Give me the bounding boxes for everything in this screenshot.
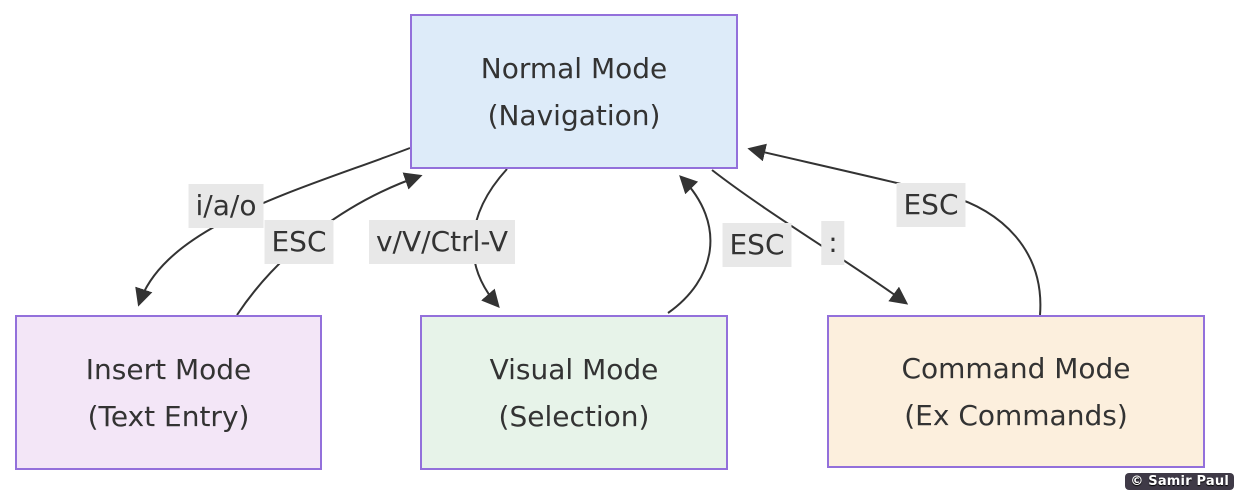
watermark-samir-paul: © Samir Paul <box>1125 473 1234 490</box>
edge-normal-to-command <box>711 169 909 305</box>
node-command-mode: Command Mode (Ex Commands) <box>827 315 1205 468</box>
node-insert-mode: Insert Mode (Text Entry) <box>15 315 322 470</box>
edge-label-esc-insert: ESC <box>264 220 334 264</box>
node-insert-mode-title: Insert Mode <box>85 352 252 386</box>
node-command-mode-title: Command Mode <box>901 351 1131 385</box>
edge-visual-to-normal <box>667 175 712 314</box>
node-normal-mode-title: Normal Mode <box>480 51 668 85</box>
edge-label-i-a-o: i/a/o <box>188 184 264 228</box>
edge-label-v-V-ctrl-v: v/V/Ctrl-V <box>368 220 516 264</box>
node-normal-mode-subtitle: (Navigation) <box>487 98 661 132</box>
node-visual-mode-subtitle: (Selection) <box>498 399 650 433</box>
edge-command-to-normal <box>747 143 1042 316</box>
edge-label-esc-visual: ESC <box>722 223 792 267</box>
node-insert-mode-subtitle: (Text Entry) <box>87 399 250 433</box>
node-command-mode-subtitle: (Ex Commands) <box>904 398 1128 432</box>
edge-label-esc-command: ESC <box>896 183 966 227</box>
node-visual-mode: Visual Mode (Selection) <box>420 315 728 470</box>
edge-label-colon: : <box>821 221 845 265</box>
node-visual-mode-title: Visual Mode <box>489 352 659 386</box>
node-normal-mode: Normal Mode (Navigation) <box>410 14 738 169</box>
